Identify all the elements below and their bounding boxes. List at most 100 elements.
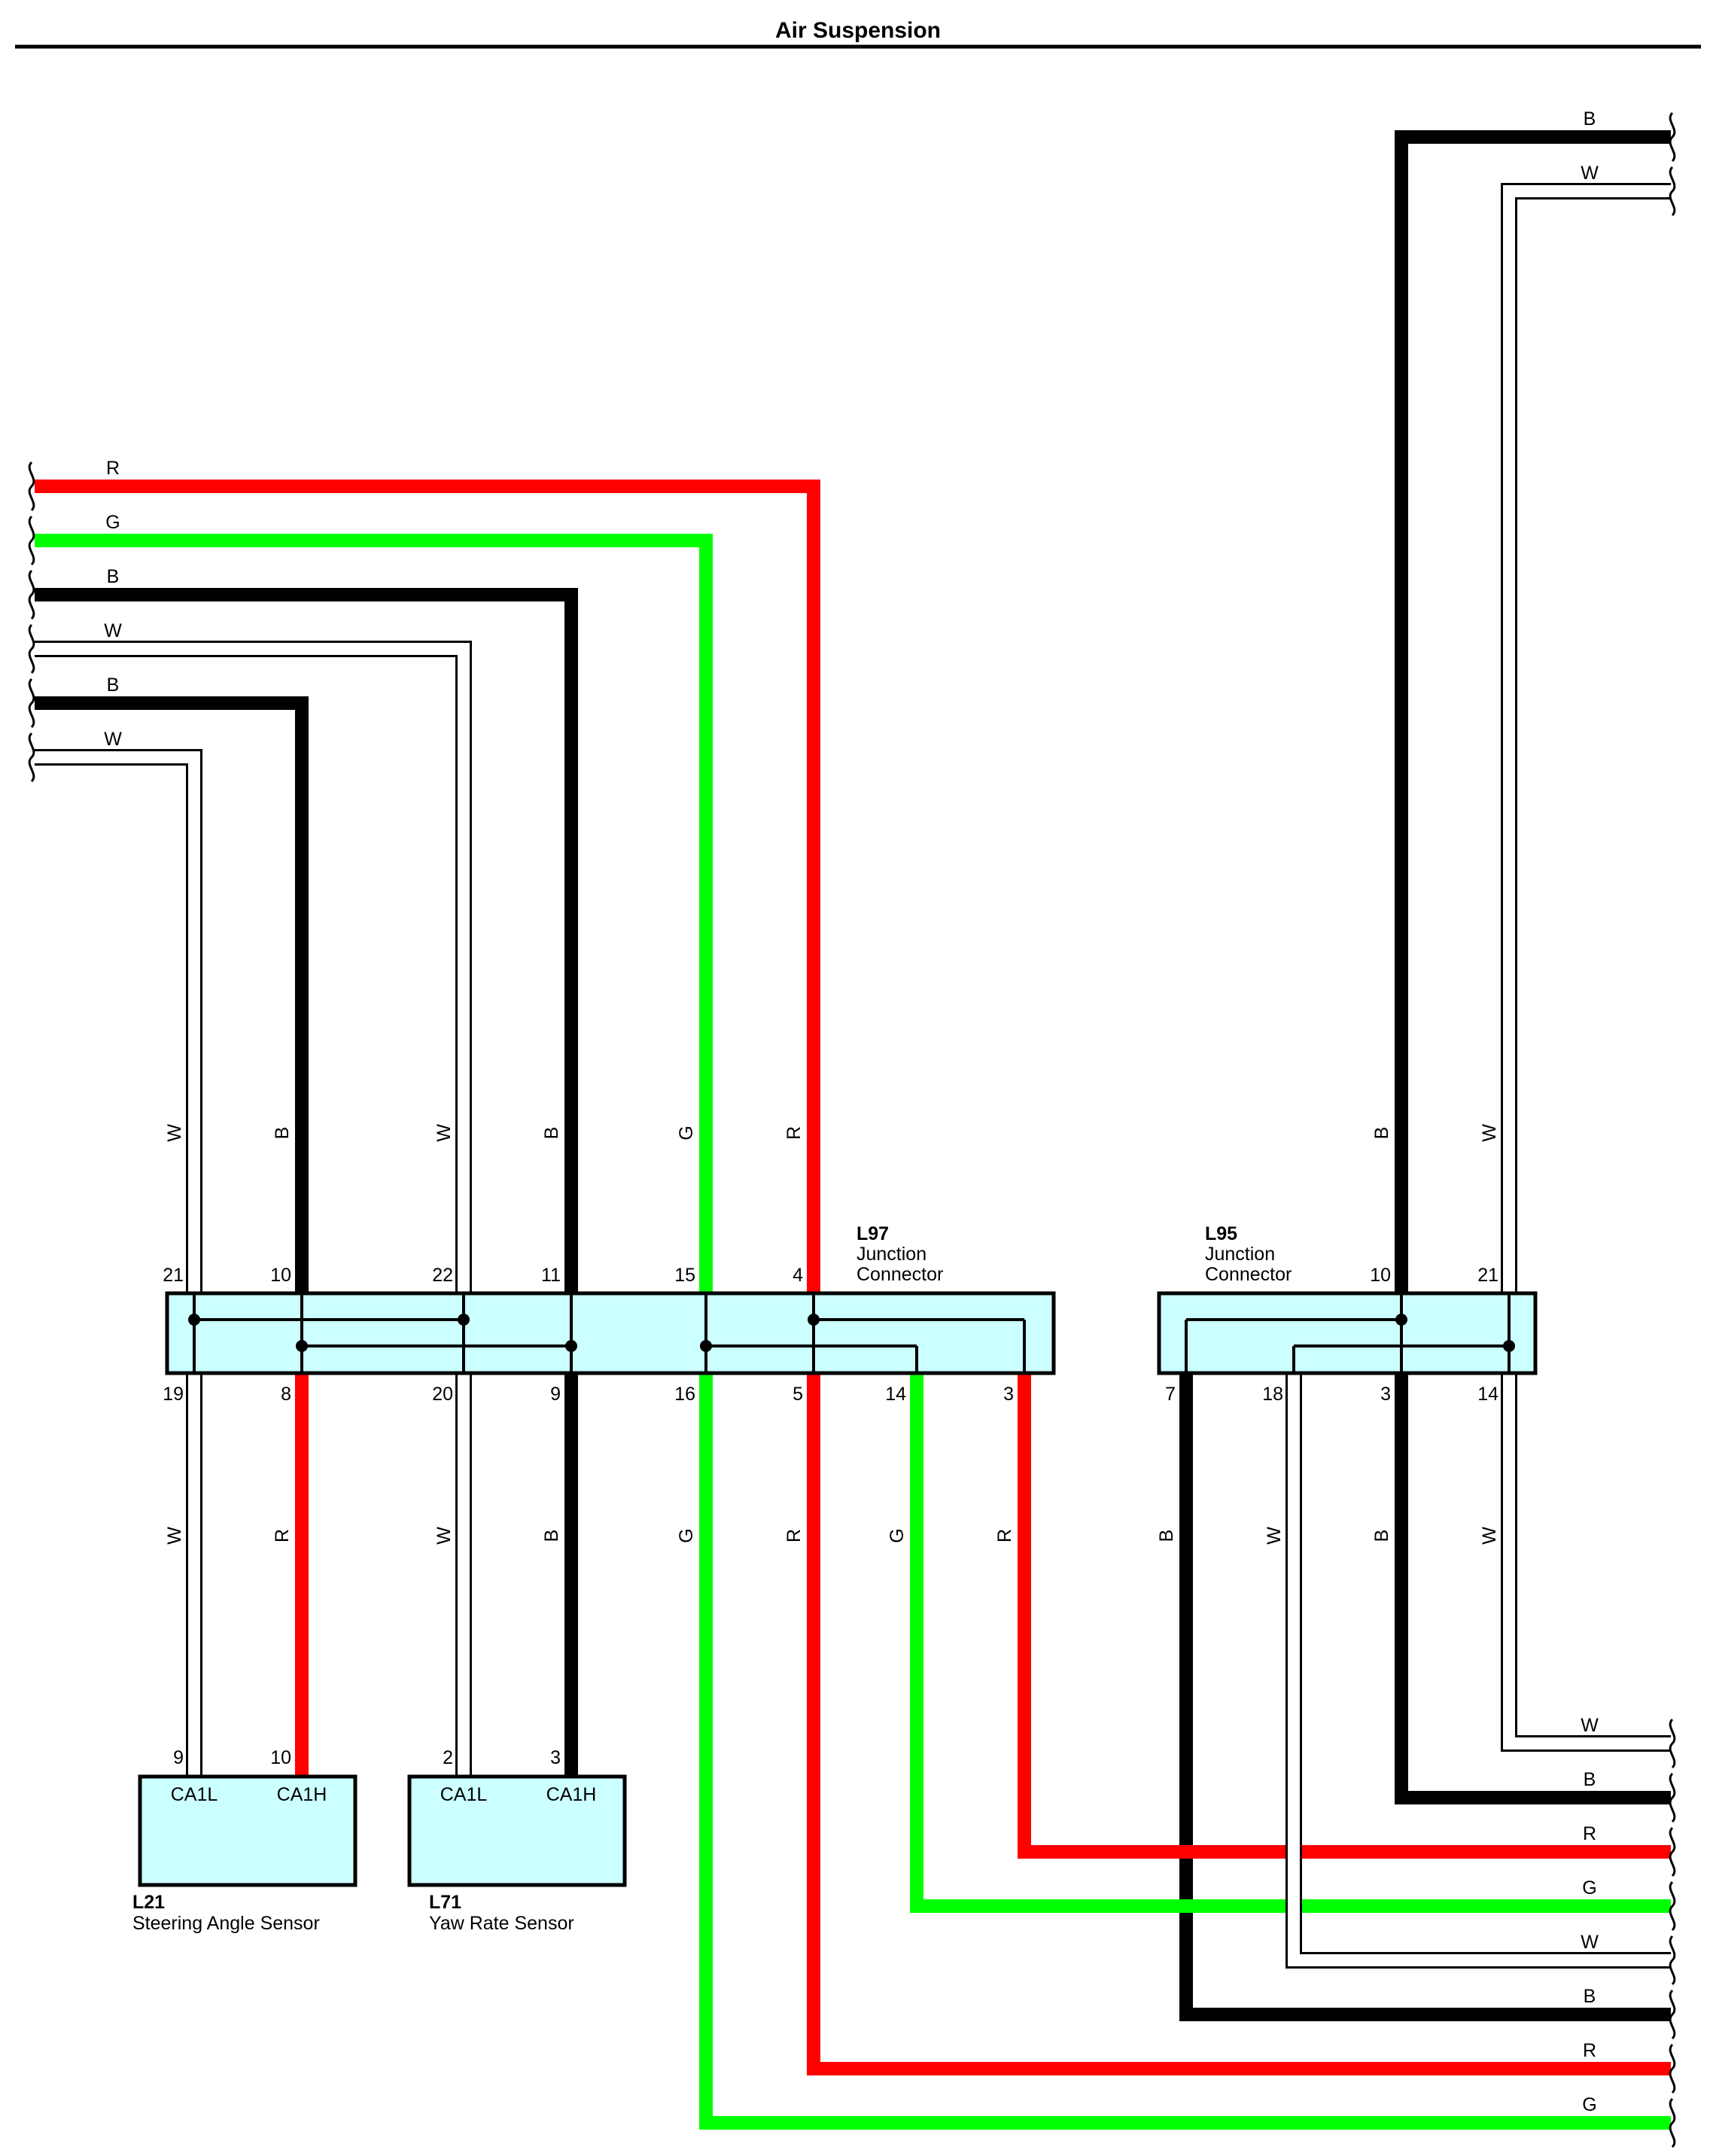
connector-type: Connector	[1205, 1264, 1292, 1285]
wire-label: G	[887, 1528, 908, 1542]
wire-label: W	[1264, 1527, 1285, 1545]
l21-caption: L21 Steering Angle Sensor	[132, 1892, 320, 1934]
wire-label: R	[106, 458, 120, 479]
terminal-name: CA1H	[277, 1784, 327, 1805]
component-name: Steering Angle Sensor	[132, 1913, 320, 1934]
connector-type: Junction	[1205, 1244, 1275, 1265]
wire-label: R	[272, 1529, 293, 1542]
wire-label: B	[1371, 1530, 1392, 1542]
l95-pins: 10 21 7 18 3 14	[1165, 1265, 1498, 1405]
component-code: L21	[132, 1892, 165, 1913]
wire-label: W	[434, 1527, 455, 1545]
pin-number: 15	[674, 1265, 695, 1286]
wire-label: R	[1583, 2040, 1596, 2061]
wire-label: B	[272, 1127, 293, 1140]
wire-label: B	[107, 566, 120, 587]
wire-label: R	[994, 1529, 1015, 1542]
wire-label: B	[1584, 1986, 1596, 2007]
wire-label: R	[1583, 1823, 1596, 1844]
terminal-name: CA1L	[171, 1784, 218, 1805]
pin-number: 2	[443, 1747, 453, 1768]
wire-label: B	[107, 675, 120, 696]
pin-number: 11	[541, 1265, 561, 1286]
wire-green-left-to-l97-15	[35, 534, 713, 1293]
wires	[35, 130, 1671, 2130]
pin-number: 21	[163, 1265, 184, 1286]
pin-number: 14	[885, 1384, 906, 1405]
pin-number: 7	[1165, 1384, 1176, 1405]
connector-type: Junction	[856, 1244, 926, 1265]
pin-number: 3	[550, 1747, 561, 1768]
l97-top-pins: 21 10 22 11 15 4	[163, 1265, 803, 1286]
vertical-wire-labels-lower: W R W B G R G R B W B W	[164, 1527, 1500, 1545]
pin-number: 5	[793, 1384, 803, 1405]
wire-label: W	[1479, 1527, 1500, 1545]
wire-white-left-to-l97-22	[35, 641, 472, 1293]
wire-label: B	[1156, 1530, 1177, 1542]
pin-number: 18	[1262, 1384, 1283, 1405]
wire-label: W	[164, 1124, 185, 1142]
wire-green-l97-14-to-right	[910, 1373, 1671, 1913]
l97-caption: L97 Junction Connector	[856, 1223, 943, 1285]
wire-label: W	[104, 620, 122, 641]
pin-number: 22	[432, 1265, 453, 1286]
vertical-wire-labels-upper: W B W B G R B W	[164, 1124, 1500, 1142]
wire-white-l95-18-to-right	[1285, 1373, 1671, 1969]
l71-caption: L71 Yaw Rate Sensor	[429, 1892, 574, 1934]
wire-red-l97-5-to-right	[807, 1373, 1671, 2075]
wire-white-left-to-l97-21	[35, 749, 202, 1293]
connector-l97	[165, 1291, 1056, 1375]
wire-white-l95-14-to-right	[1501, 1373, 1671, 1752]
terminal-name: CA1L	[440, 1784, 488, 1805]
wire-label: G	[1582, 2094, 1596, 2115]
wire-label: W	[164, 1527, 185, 1545]
wire-label: R	[783, 1126, 805, 1140]
wire-label: G	[676, 1528, 697, 1542]
wire-red-l97-3-to-right	[1018, 1373, 1671, 1859]
wire-label: G	[676, 1125, 697, 1140]
connector-code: L95	[1205, 1223, 1237, 1244]
wire-label: W	[434, 1124, 455, 1142]
wire-black-l95-7-to-right	[1179, 1373, 1671, 2021]
component-l71-box	[407, 1774, 627, 1887]
l95-caption: L95 Junction Connector	[1205, 1223, 1292, 1285]
wire-label: G	[105, 512, 120, 533]
pin-number: 10	[270, 1747, 291, 1768]
connector-code: L97	[856, 1223, 889, 1244]
wire-label: B	[1371, 1127, 1392, 1140]
wire-black-right-to-l95-10	[1395, 130, 1671, 1293]
wire-label: W	[104, 729, 122, 750]
component-l21-box	[138, 1774, 358, 1887]
wire-label: B	[1584, 108, 1596, 129]
page-title: Air Suspension	[775, 18, 941, 43]
wire-label: R	[783, 1529, 805, 1542]
pin-number: 19	[163, 1384, 184, 1405]
connector-type: Connector	[856, 1264, 943, 1285]
pin-number: 3	[1003, 1384, 1014, 1405]
pin-number: 20	[432, 1384, 453, 1405]
wire-label: W	[1479, 1124, 1500, 1142]
pin-number: 10	[1370, 1265, 1391, 1286]
wire-black-left-to-l97-10	[35, 696, 309, 1293]
component-code: L71	[429, 1892, 461, 1913]
pin-number: 21	[1477, 1265, 1498, 1286]
pin-number: 14	[1477, 1384, 1498, 1405]
l97-bottom-pins: 19 8 20 9 16 5 14 3	[163, 1384, 1014, 1405]
wire-label: G	[1582, 1877, 1596, 1899]
wire-label: W	[1581, 163, 1599, 184]
component-name: Yaw Rate Sensor	[429, 1913, 574, 1934]
pin-number: 10	[270, 1265, 291, 1286]
pin-number: 9	[173, 1747, 184, 1768]
connector-l95	[1157, 1291, 1538, 1375]
pin-number: 9	[550, 1384, 561, 1405]
pin-number: 16	[674, 1384, 695, 1405]
wire-label: W	[1581, 1715, 1599, 1736]
wire-white-right-to-l95-21	[1501, 183, 1671, 1293]
pin-number: 3	[1380, 1384, 1391, 1405]
wire-red-left-to-l97-4	[35, 480, 820, 1293]
terminal-name: CA1H	[546, 1784, 597, 1805]
wire-green-l97-16-to-right	[699, 1373, 1671, 2130]
wire-black-left-to-l97-11	[35, 588, 578, 1293]
pin-number: 4	[793, 1265, 803, 1286]
